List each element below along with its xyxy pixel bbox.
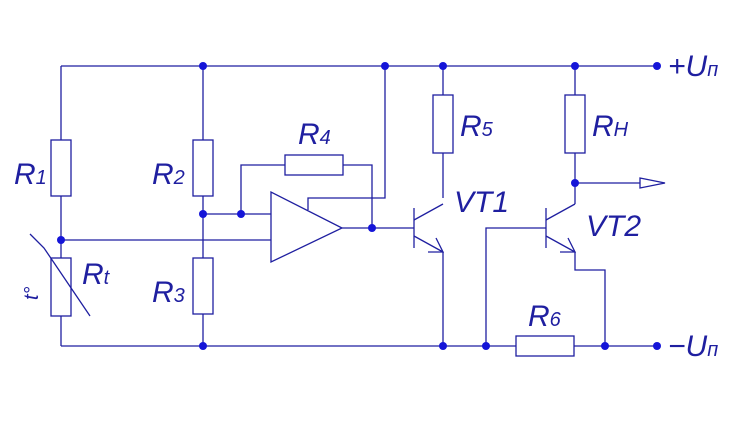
feedback-loop-wires	[240, 164, 373, 228]
resistor-r1	[50, 139, 72, 197]
node-feedback	[237, 210, 245, 218]
label-vt2: VT2	[586, 210, 641, 243]
resistor-r3	[192, 257, 214, 315]
label-vt1: VT1	[454, 186, 509, 219]
label-r1: R1	[14, 158, 47, 191]
label-thermistor-mark: t°	[21, 286, 43, 300]
junction-nodes	[57, 62, 661, 350]
node-top-opamp-supply	[381, 62, 389, 70]
thermistor-rt	[50, 257, 72, 317]
resistor-r5	[432, 94, 454, 154]
node-bottom-r3	[199, 342, 207, 350]
node-bottom-r6-right	[601, 342, 609, 350]
label-r6: R6	[528, 300, 562, 333]
node-top-r5	[439, 62, 447, 70]
vt2-emitter-wire	[574, 252, 606, 346]
label-positive-supply: +Uп	[668, 50, 718, 83]
label-negative-supply: −Uп	[668, 330, 718, 363]
label-r4: R4	[298, 118, 331, 151]
label-r5: R5	[460, 110, 494, 143]
transistor-vt2	[545, 203, 577, 253]
opamp-power-wire	[307, 66, 386, 210]
vt2-base-wire	[485, 227, 546, 346]
label-r2: R2	[152, 158, 185, 191]
label-r3: R3	[152, 276, 185, 309]
output-arrow	[575, 177, 666, 189]
node-bottom-r6-left	[482, 342, 490, 350]
resistor-r6	[515, 335, 575, 357]
node-r1-rt-mid	[57, 236, 65, 244]
node-r2-r3-mid	[199, 210, 207, 218]
node-opamp-output	[368, 224, 376, 232]
opamp-input-wires	[61, 213, 271, 241]
resistor-r2	[192, 139, 214, 197]
node-top-r2	[199, 62, 207, 70]
node-top-terminal	[653, 62, 661, 70]
node-bottom-vt1	[439, 342, 447, 350]
comparator-opamp	[270, 190, 344, 264]
transistor-vt1	[413, 203, 445, 346]
node-bottom-terminal	[653, 342, 661, 350]
label-rh: RH	[592, 110, 629, 143]
resistor-r4	[284, 154, 344, 176]
label-rt: Rt	[82, 258, 111, 291]
node-rh-output	[571, 179, 579, 187]
node-top-rh	[571, 62, 579, 70]
thermistor-slash	[29, 233, 91, 317]
resistor-rh	[564, 94, 586, 154]
